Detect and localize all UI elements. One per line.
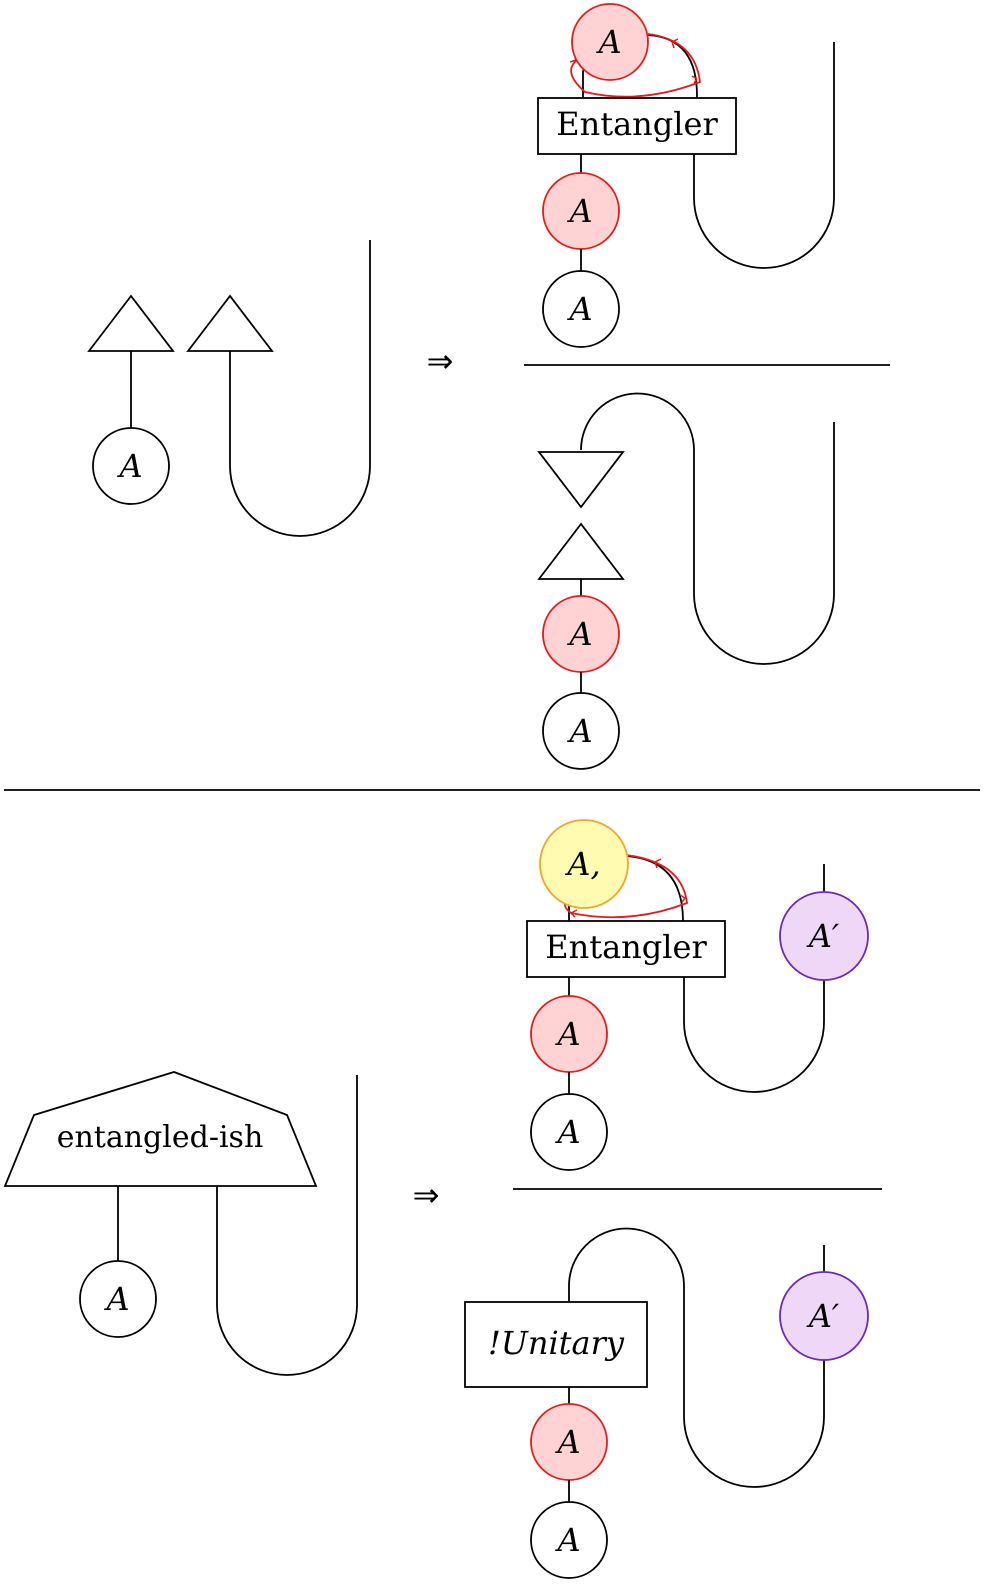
node-a-comma-yellow: [539, 819, 629, 909]
node-a-label: A: [103, 1280, 129, 1318]
entangler-box: [537, 97, 737, 155]
node-a-prime-label: A′: [806, 1297, 840, 1335]
red-loop-arrow: [570, 909, 578, 918]
cup-wire: [683, 977, 825, 1093]
cup-wire: [693, 42, 835, 269]
bottom-right-upper-diagram: A, Entangler A A A′: [526, 819, 869, 1171]
implies-arrow-bottom: ⇒: [413, 1176, 440, 1214]
node-a-label: A: [566, 290, 592, 328]
node-a-label: A: [554, 1521, 580, 1559]
cap-wire: [580, 392, 835, 665]
cup-wire: [229, 240, 371, 537]
entangled-ish-label: entangled-ish: [57, 1120, 264, 1155]
node-a: [530, 1093, 608, 1171]
red-loop-arrow: [679, 894, 686, 903]
implies-arrow-top: ⇒: [427, 342, 454, 380]
node-a-red: [571, 3, 649, 81]
unitary-box: [464, 1301, 648, 1388]
node-a-label: A: [554, 1113, 580, 1151]
cap-wire: [568, 1227, 825, 1488]
triangle-up: [537, 522, 625, 580]
node-a-label: A: [116, 447, 142, 485]
entangler-label: Entangler: [556, 105, 718, 143]
node-a-label: A: [566, 192, 592, 230]
entangler-box: [526, 920, 726, 978]
node-a-label: A: [566, 712, 592, 750]
node-a-prime-purple: [779, 1271, 869, 1361]
red-loop-arrow: [671, 38, 679, 49]
top-left-diagram: A: [87, 240, 371, 537]
red-loop-arrow: [654, 858, 662, 869]
node-a: [79, 1260, 157, 1338]
entangled-ish-box: [3, 1071, 318, 1187]
node-a: [530, 1501, 608, 1579]
node-a-label: A: [595, 23, 621, 61]
bottom-left-diagram: entangled-ish A: [3, 1071, 358, 1376]
red-loop-arrow: [570, 33, 701, 98]
node-a-label: A: [554, 1015, 580, 1053]
triangle-right: [186, 294, 274, 352]
node-a: [542, 270, 620, 348]
triangle-left: [87, 294, 175, 352]
bottom-right-lower-diagram: A′ !Unitary A A: [464, 1227, 869, 1579]
node-a: [542, 692, 620, 770]
node-a-prime-label: A′: [806, 917, 840, 955]
node-a-prime-purple: [779, 891, 869, 981]
unitary-label: !Unitary: [488, 1324, 625, 1362]
red-loop-arrow: [564, 854, 688, 919]
top-right-upper-diagram: A Entangler A A: [537, 3, 835, 348]
cup-wire: [216, 1075, 358, 1376]
triangle-down: [537, 451, 625, 509]
node-a-label: A: [566, 615, 592, 653]
entangler-label: Entangler: [545, 928, 707, 966]
loop-wire: [625, 855, 684, 922]
node-a-comma-label: A,: [564, 845, 600, 883]
node-a-label: A: [554, 1423, 580, 1461]
node-a: [92, 427, 170, 505]
top-right-lower-diagram: A A: [537, 392, 835, 770]
red-loop-arrow: [691, 75, 698, 84]
